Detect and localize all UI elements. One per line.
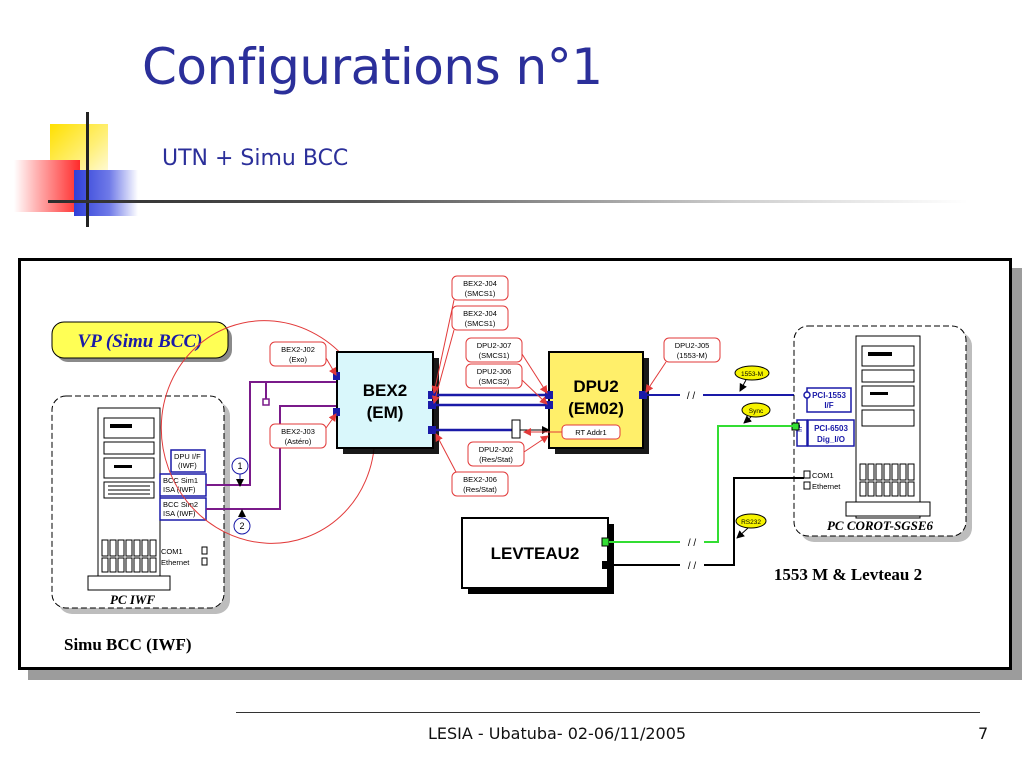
svg-text:DPU2-J07: DPU2-J07: [477, 341, 512, 350]
svg-text:Dig_I/O: Dig_I/O: [817, 435, 845, 444]
svg-text:(SMCS1): (SMCS1): [465, 319, 496, 328]
link-bex2-dpu2: [433, 393, 549, 432]
svg-text:(Res/Stat): (Res/Stat): [479, 455, 513, 464]
channel-1: 1: [237, 461, 242, 471]
pc-iwf-caption: Simu BCC (IWF): [64, 635, 192, 654]
tag-sync-label: Sync: [749, 408, 764, 415]
connector-bex2-j03: BEX2-J03 (Astéro): [269, 423, 327, 449]
pc-corot-ethernet: Ethernet: [812, 482, 841, 491]
break-rs232: / /: [688, 561, 697, 572]
svg-text:I/F: I/F: [797, 424, 804, 432]
title-rule: [48, 200, 968, 203]
port-bcc-sim2-label-2: ISA (IWF): [163, 509, 196, 518]
channel-2: 2: [239, 521, 244, 531]
svg-text:BEX2-J02: BEX2-J02: [281, 345, 315, 354]
bex2-box: [336, 351, 434, 449]
configuration-diagram: DPU I/F (IWF) BCC Sim1 ISA (IWF) BCC Sim…: [51, 275, 972, 654]
pc-iwf-ethernet: Ethernet: [161, 558, 190, 567]
connector-bex2-j02: BEX2-J02 (Exo): [269, 341, 327, 367]
pc-corot-com1: COM1: [812, 471, 834, 480]
page-number: 7: [978, 724, 989, 743]
svg-text:(SMCS1): (SMCS1): [465, 289, 496, 298]
svg-text:(SMCS2): (SMCS2): [479, 377, 510, 386]
svg-text:BEX2-J06: BEX2-J06: [463, 475, 497, 484]
footer-rule: [236, 712, 980, 713]
bex2-line1: BEX2: [363, 381, 407, 400]
port-pci6503: [807, 419, 855, 447]
decor-red-square: [14, 160, 80, 212]
port-if-small: [796, 419, 808, 447]
port-dpu-if: [170, 449, 206, 473]
port-bcc-sim2-label-1: BCC Sim2: [163, 500, 198, 509]
vp-label: VP (Simu BCC): [78, 331, 203, 352]
connector-bex2-j04-b: BEX2-J04 (SMCS1): [451, 305, 509, 331]
port-pci1553: [806, 387, 852, 413]
levteau2-box: [461, 517, 609, 589]
pc-corot-label: PC COROT-SGSE6: [827, 518, 934, 533]
connector-bex2-j04-a: BEX2-J04 (SMCS1): [451, 275, 509, 301]
connector-rt-addr: RT Addr1: [561, 424, 621, 440]
svg-text:BEX2-J03: BEX2-J03: [281, 427, 315, 436]
tag-rs232-label: RS232: [741, 519, 761, 526]
svg-text:PCI-1553: PCI-1553: [812, 391, 846, 400]
svg-text:BEX2-J04: BEX2-J04: [463, 279, 497, 288]
link-levteau2: [609, 425, 804, 566]
svg-text:BEX2-J04: BEX2-J04: [463, 309, 497, 318]
svg-text:(SMCS1): (SMCS1): [479, 351, 510, 360]
svg-text:(Astéro): (Astéro): [285, 437, 312, 446]
svg-text:DPU2-J05: DPU2-J05: [675, 341, 710, 350]
port-dpu-if-label-2: (IWF): [178, 461, 197, 470]
pc-iwf-com1: COM1: [161, 547, 183, 556]
slide-title: Configurations n°1: [142, 38, 603, 96]
connector-bex2-j06: BEX2-J06 (Res/Stat): [451, 471, 509, 497]
pc-iwf: [51, 395, 230, 614]
port-dpu-if-label-1: DPU I/F: [174, 452, 201, 461]
pc-corot-caption: 1553 M & Levteau 2: [774, 565, 922, 584]
break-1553: / /: [687, 391, 696, 402]
link-1553: / /: [643, 391, 806, 402]
levteau2-label: LEVTEAU2: [491, 544, 580, 563]
tag-1553m-label: 1553-M: [741, 371, 763, 378]
bex2-line2: (EM): [367, 403, 404, 422]
connector-dpu2-j07: DPU2-J07 (SMCS1): [465, 337, 523, 363]
decor-blue-square: [74, 170, 138, 216]
dpu2-line1: DPU2: [573, 377, 618, 396]
svg-text:DPU2-J06: DPU2-J06: [477, 367, 512, 376]
decor-vertical-line: [86, 112, 89, 227]
svg-text:PCI-6503: PCI-6503: [814, 424, 848, 433]
break-sync: / /: [688, 538, 697, 549]
svg-text:(1553-M): (1553-M): [677, 351, 708, 360]
connector-dpu2-j05: DPU2-J05 (1553-M): [663, 337, 721, 363]
footer-text: LESIA - Ubatuba- 02-06/11/2005: [428, 724, 687, 743]
slide-subtitle: UTN + Simu BCC: [162, 146, 349, 171]
tag-rs232: [735, 513, 767, 529]
svg-text:(Exo): (Exo): [289, 355, 307, 364]
pc-iwf-label: PC IWF: [110, 592, 155, 607]
tag-sync: [741, 402, 771, 418]
dpu2-line2: (EM02): [568, 399, 624, 418]
svg-text:(Res/Stat): (Res/Stat): [463, 485, 497, 494]
port-bcc-sim1-label-2: ISA (IWF): [163, 485, 196, 494]
connector-dpu2-j06: DPU2-J06 (SMCS2): [465, 363, 523, 389]
svg-text:I/F: I/F: [824, 401, 833, 410]
svg-text:DPU2-J02: DPU2-J02: [479, 445, 514, 454]
tag-1553m: [734, 365, 770, 381]
svg-text:RT Addr1: RT Addr1: [575, 428, 606, 437]
pc-corot: [793, 325, 972, 542]
port-bcc-sim1-label-1: BCC Sim1: [163, 476, 198, 485]
connector-dpu2-j02: DPU2-J02 (Res/Stat): [467, 441, 525, 467]
